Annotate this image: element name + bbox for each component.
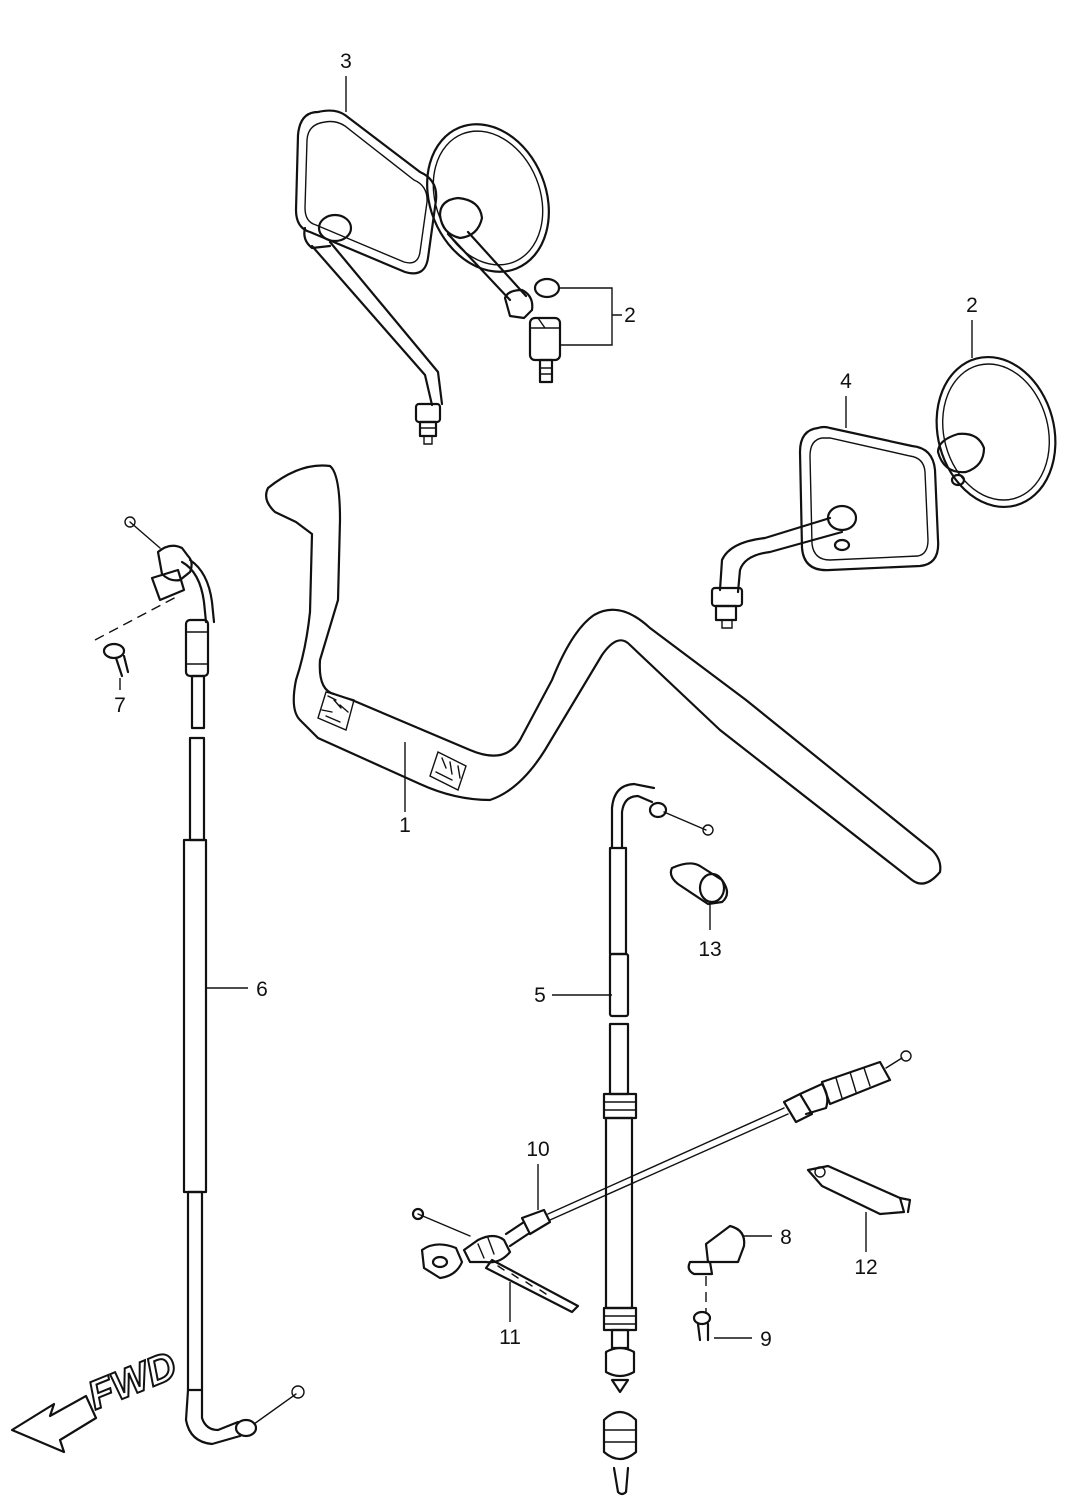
fwd-label: FWD	[82, 1343, 183, 1418]
callout-12: 12	[854, 1256, 877, 1279]
callout-6: 6	[256, 978, 268, 1001]
mirror-3	[294, 109, 444, 445]
callout-2-right: 2	[966, 294, 978, 317]
mirror-2-upper	[426, 123, 622, 384]
cable-tie-11	[484, 1258, 580, 1322]
clutch-cable-5	[552, 782, 714, 1496]
clamp-8	[687, 1224, 772, 1314]
callout-3: 3	[340, 50, 352, 73]
callout-7: 7	[114, 694, 126, 717]
fwd-indicator: FWD	[10, 1342, 184, 1454]
throttle-cable-6	[94, 516, 305, 1446]
fwd-arrow-icon	[10, 1394, 98, 1454]
callout-8: 8	[780, 1226, 792, 1249]
callout-9: 9	[760, 1328, 772, 1351]
screw-7	[102, 642, 130, 690]
handlebar-1	[265, 464, 942, 885]
bracket-12	[806, 1164, 912, 1252]
plug-13	[669, 862, 729, 930]
callout-13: 13	[698, 938, 721, 961]
mirror-2-right	[935, 355, 1057, 509]
callout-5: 5	[534, 984, 546, 1007]
callout-10: 10	[526, 1138, 549, 1161]
callout-2-upper: 2	[624, 304, 636, 327]
callout-11: 11	[499, 1326, 521, 1349]
mirror-4	[710, 425, 940, 629]
callout-4: 4	[840, 370, 852, 393]
cable-10	[411, 1050, 912, 1280]
callout-1: 1	[399, 814, 411, 837]
screw-9	[692, 1310, 752, 1342]
